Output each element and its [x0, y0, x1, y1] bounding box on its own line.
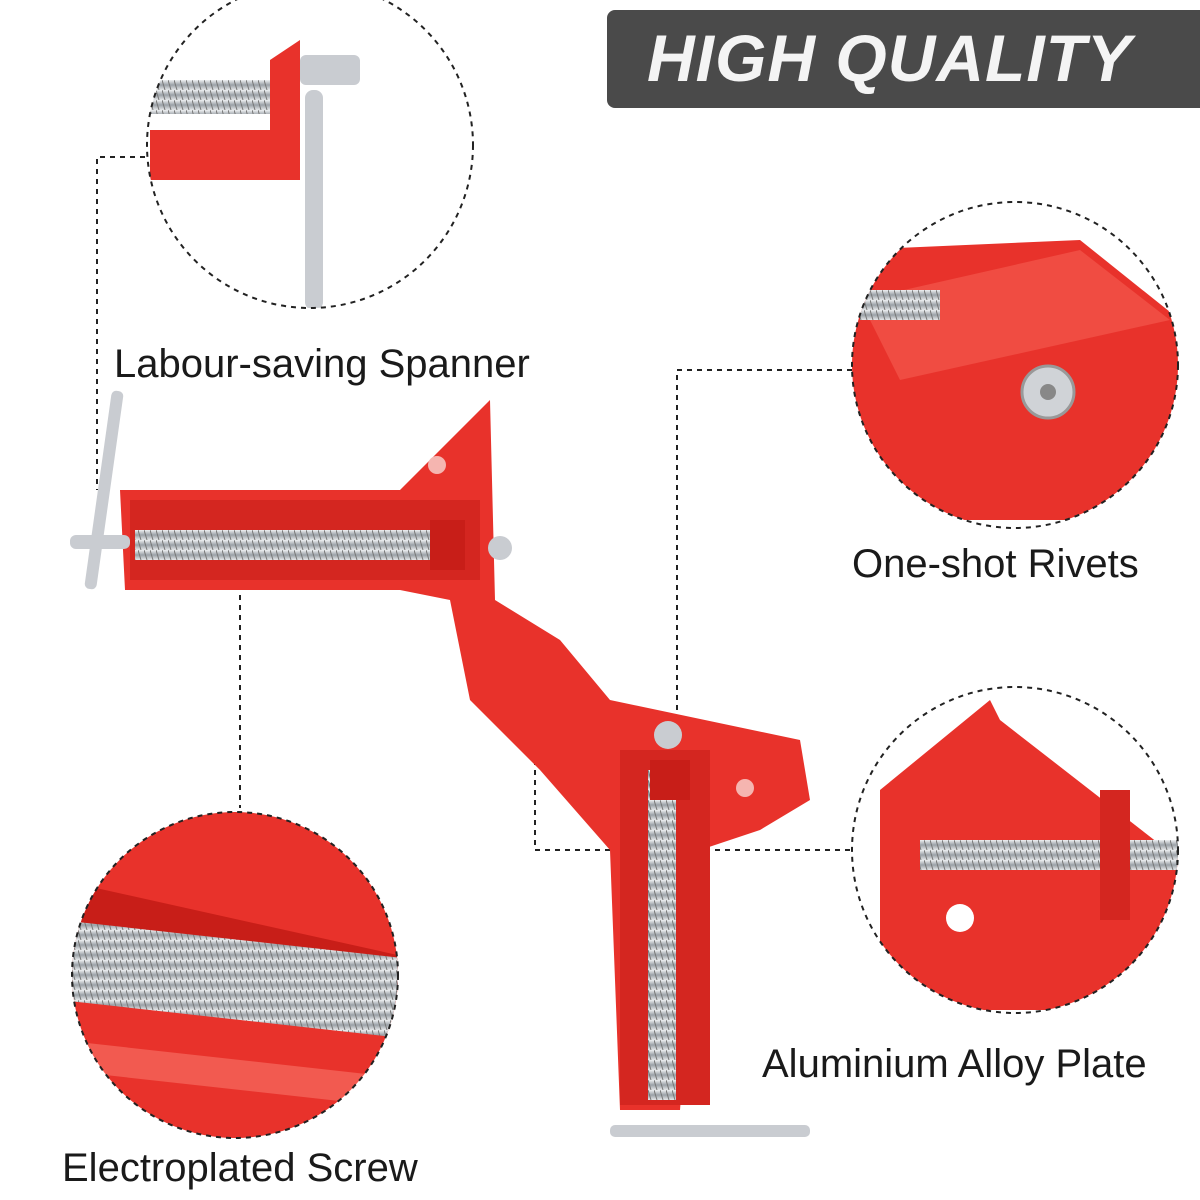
- detail-rivets: [852, 240, 1178, 520]
- detail-spanner: [150, 0, 360, 308]
- banner-text: HIGH QUALITY: [647, 21, 1132, 95]
- high-quality-banner: HIGH QUALITY: [607, 10, 1200, 108]
- label-electroplated-screw: Electroplated Screw: [62, 1146, 418, 1190]
- corner-clamp: [70, 390, 810, 1137]
- label-aluminium-alloy-plate: Aluminium Alloy Plate: [762, 1042, 1147, 1086]
- label-labour-saving-spanner: Labour-saving Spanner: [114, 342, 530, 386]
- detail-alloy-plate: [852, 700, 1178, 1010]
- connector-lines: [96, 156, 852, 851]
- detail-screw: [72, 812, 398, 1138]
- label-one-shot-rivets: One-shot Rivets: [852, 542, 1139, 586]
